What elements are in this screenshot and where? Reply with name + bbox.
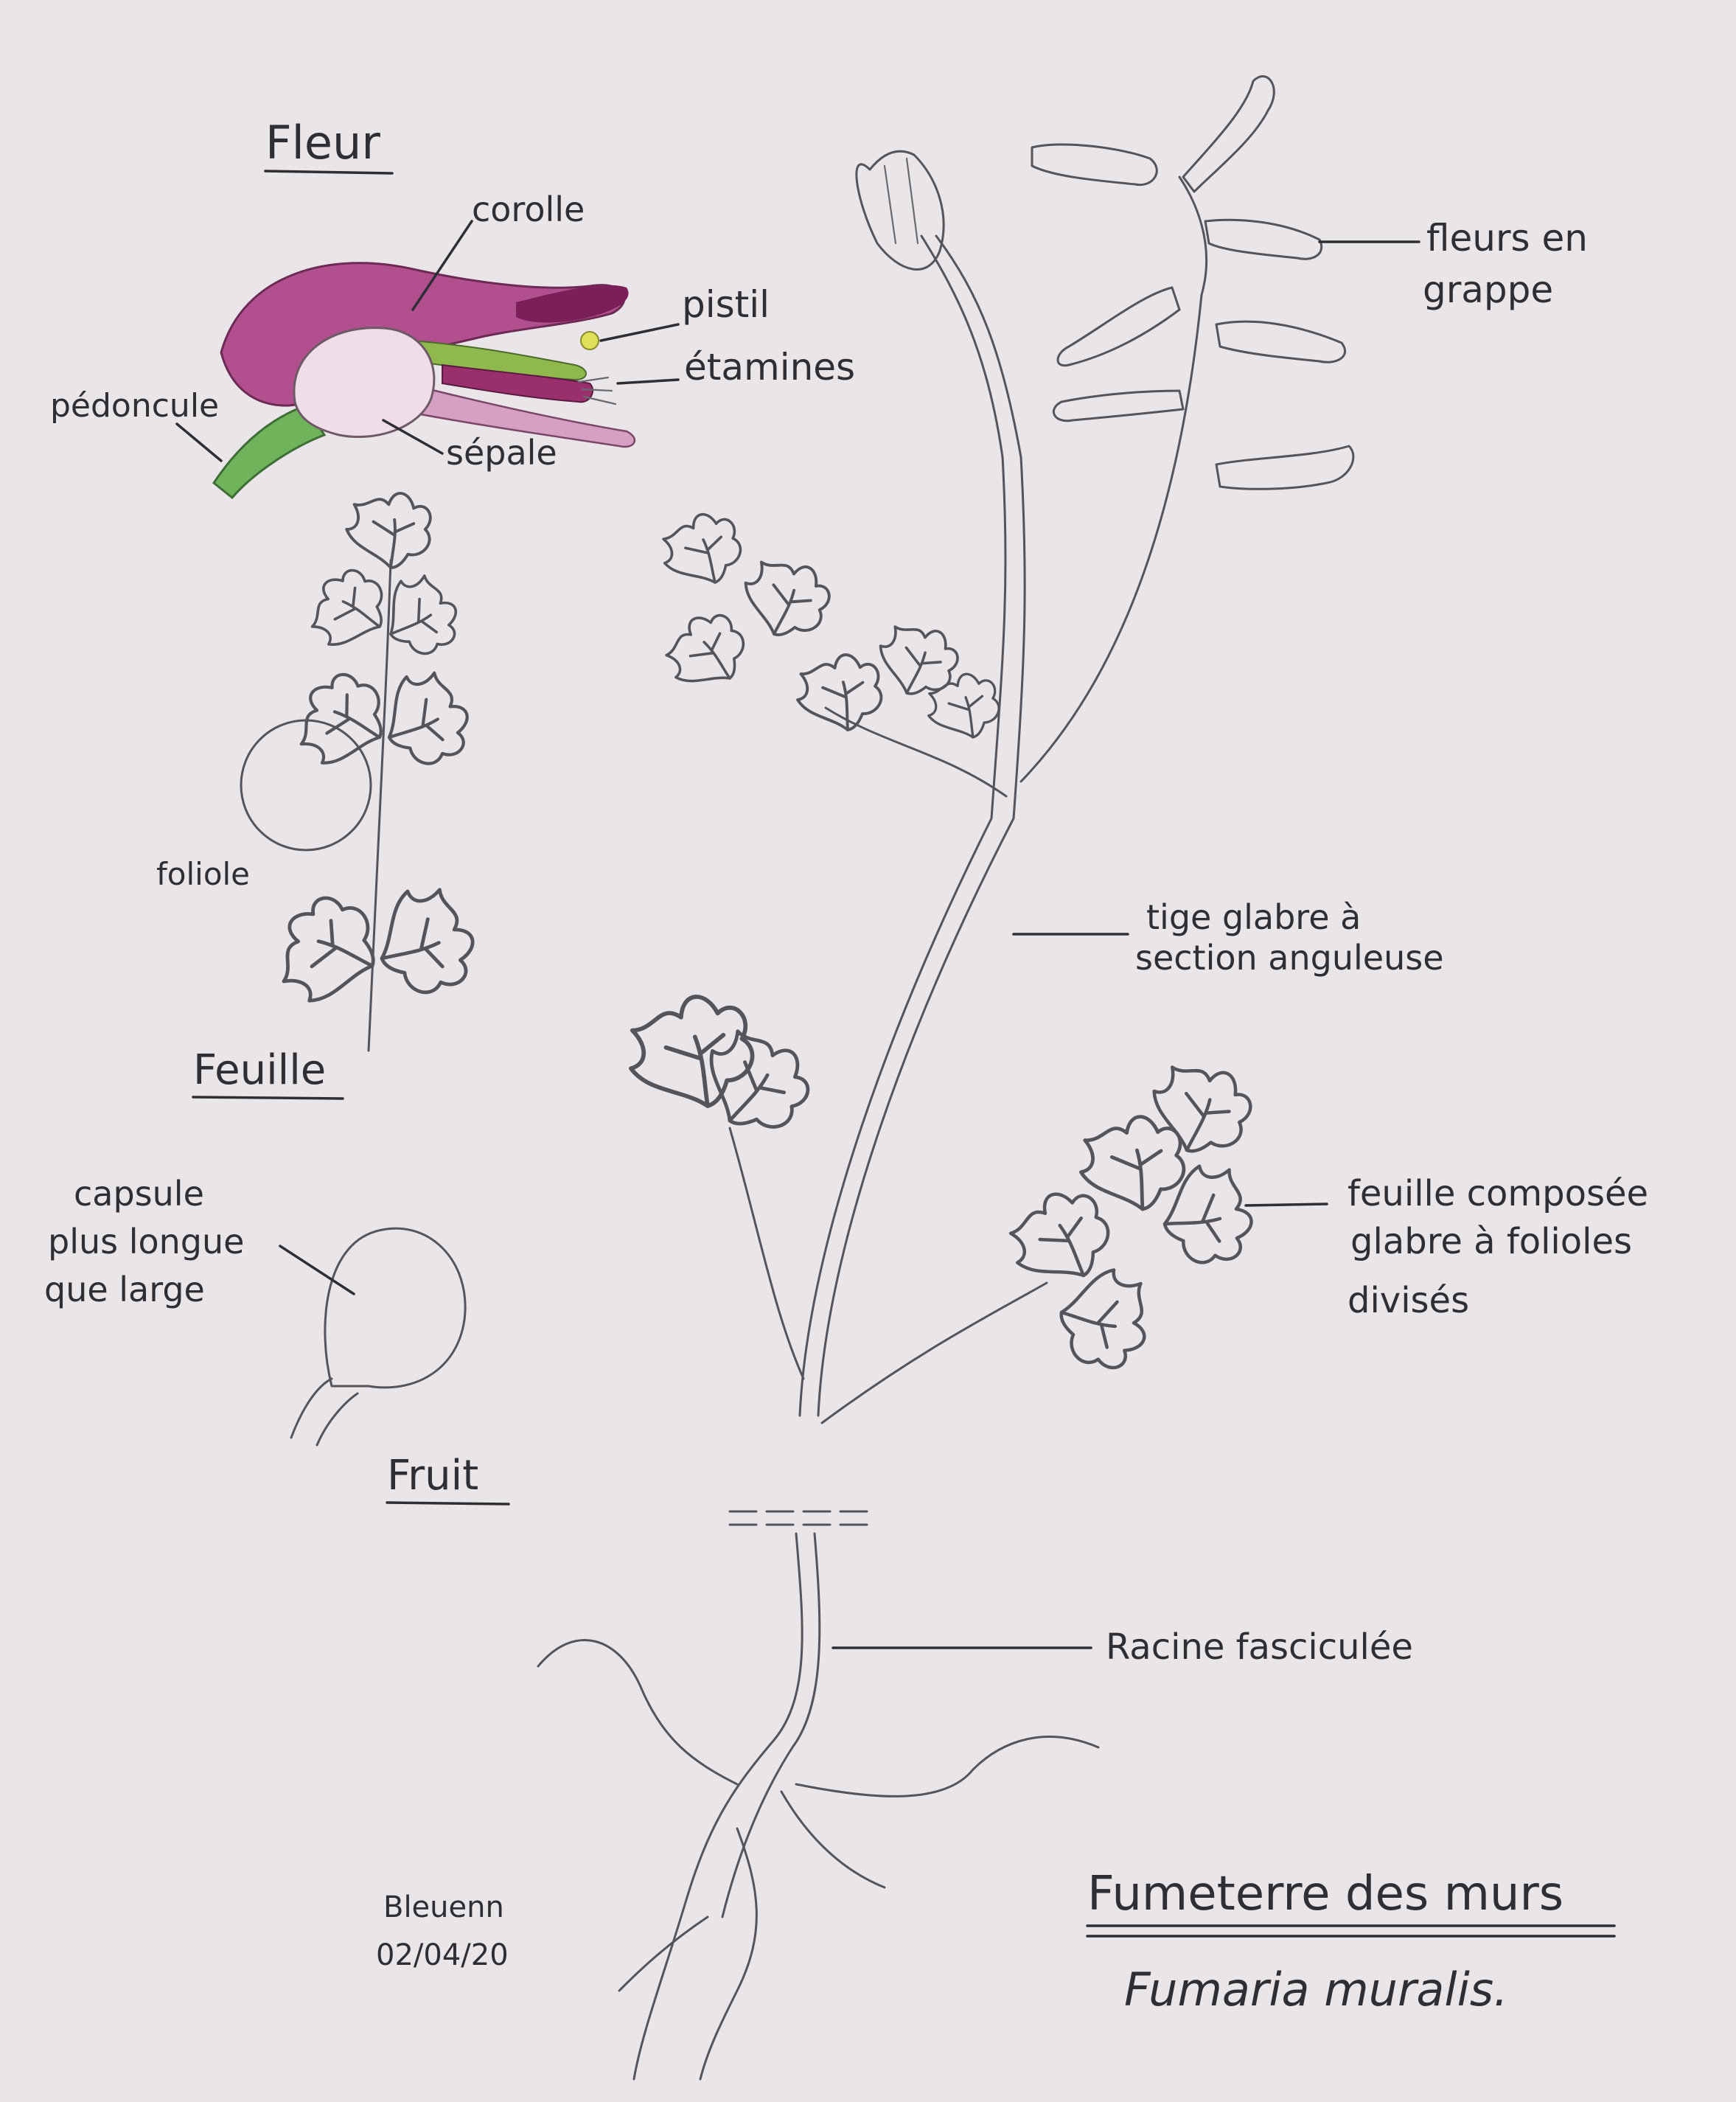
flower-illustration bbox=[212, 262, 636, 500]
stem-label-line2: section anguleuse bbox=[1135, 938, 1444, 978]
signature-date: 02/04/20 bbox=[376, 1938, 509, 1972]
pistil-leader-line bbox=[599, 323, 680, 342]
root-branch bbox=[618, 1915, 709, 1992]
root-branch bbox=[795, 1736, 1100, 1798]
stem-leaf-segment bbox=[652, 504, 751, 598]
stem-leaf-segment bbox=[731, 547, 839, 650]
compound-leaf-segment bbox=[1156, 1159, 1257, 1269]
root-main-left bbox=[632, 1532, 803, 2081]
stem-leaf-segment bbox=[919, 667, 1007, 748]
root-main-right bbox=[721, 1532, 821, 1918]
pistil-stigma bbox=[580, 331, 599, 350]
bud-details bbox=[883, 157, 919, 245]
leaflet-highlight-circle bbox=[240, 719, 372, 852]
corolla-tip bbox=[516, 285, 629, 323]
root-branch bbox=[699, 1827, 758, 2081]
leaf-title-underline bbox=[192, 1096, 344, 1100]
compound-leaf-label-line1: feuille composée bbox=[1348, 1173, 1648, 1214]
leaf-section-title: Feuille bbox=[193, 1046, 326, 1094]
fruit-title-underline bbox=[386, 1501, 510, 1506]
flower-section-title: Fleur bbox=[265, 116, 380, 170]
raceme-flower bbox=[1031, 143, 1158, 187]
root-branch bbox=[537, 1638, 739, 1786]
raceme-flower bbox=[1215, 445, 1355, 490]
peduncle-leader-line bbox=[175, 422, 223, 462]
root-label: Racine fasciculée bbox=[1106, 1626, 1413, 1668]
stamens-label: étamines bbox=[684, 346, 855, 389]
lower-petal bbox=[442, 363, 593, 403]
raceme-flower bbox=[1204, 218, 1323, 260]
flower-title-underline bbox=[264, 170, 394, 175]
leaf-segment bbox=[298, 559, 400, 664]
stem-leaf-segment bbox=[653, 600, 759, 706]
fruit-illustration bbox=[290, 1227, 467, 1447]
bud-cluster bbox=[855, 150, 945, 271]
signature-author: Bleuenn bbox=[383, 1890, 504, 1924]
raceme-flowers bbox=[1031, 75, 1355, 490]
flowering-stem bbox=[1019, 175, 1208, 783]
leaflet-label: foliole bbox=[156, 856, 250, 892]
compound-leaf-segment bbox=[1053, 1262, 1154, 1372]
raceme-flower bbox=[1052, 389, 1185, 422]
corolla-leader-line bbox=[411, 220, 473, 311]
sepal-shape bbox=[293, 327, 436, 439]
stamen-filaments bbox=[577, 376, 617, 406]
raceme-flower bbox=[1056, 286, 1181, 367]
corolla-label: corolle bbox=[472, 189, 585, 229]
stem-label-line1: tige glabre à bbox=[1146, 897, 1361, 937]
compound-leaf-segment bbox=[997, 1178, 1123, 1301]
main-stem-right-edge bbox=[817, 234, 1026, 1417]
stem-leaf-segment bbox=[789, 648, 888, 739]
fruit-label-line3: que large bbox=[44, 1270, 205, 1309]
fruit-section-title: Fruit bbox=[387, 1452, 478, 1500]
compound-leaf-segment bbox=[1139, 1052, 1259, 1166]
stem-leaf-segment bbox=[867, 613, 966, 707]
fruit-stalk bbox=[290, 1377, 359, 1447]
plant-illustration bbox=[537, 75, 1355, 2081]
stem-cut-marks bbox=[728, 1510, 871, 1526]
raceme-label-line2: grappe bbox=[1423, 268, 1553, 311]
stamens-leader-line bbox=[616, 378, 680, 385]
fruit-leader-line bbox=[279, 1245, 355, 1295]
compound-leaf-leader-line bbox=[1244, 1203, 1328, 1207]
sepal-leader-line bbox=[382, 419, 444, 455]
raceme-flower bbox=[1215, 320, 1347, 363]
compound-leaf-label-line3: divisés bbox=[1348, 1280, 1469, 1321]
fruit-label-line1: capsule bbox=[74, 1174, 204, 1214]
main-stem-left-edge bbox=[798, 234, 1007, 1417]
fruit-capsule bbox=[324, 1227, 467, 1389]
compound-leaf-label-line2: glabre à folioles bbox=[1350, 1221, 1632, 1262]
lower-lip bbox=[404, 382, 636, 448]
leaf-terminal-segment bbox=[345, 492, 432, 569]
leaf-illustration bbox=[240, 492, 485, 1052]
fruit-label-line2: plus longue bbox=[48, 1222, 244, 1261]
leaf-segment bbox=[369, 563, 470, 667]
basal-leaf-segment bbox=[617, 986, 764, 1122]
root-branch bbox=[780, 1790, 886, 1889]
raceme-label-line1: fleurs en bbox=[1426, 217, 1588, 260]
leaf-rachis bbox=[367, 559, 392, 1052]
basal-leaf-petiole bbox=[728, 1127, 805, 1380]
pistil-label: pistil bbox=[682, 283, 770, 326]
upper-leaf-branch bbox=[824, 706, 1008, 798]
lower-leaf-branch bbox=[820, 1281, 1048, 1424]
sepal-label: sépale bbox=[446, 433, 557, 473]
plant-latin-name: Fumaria muralis. bbox=[1124, 1963, 1508, 2016]
leaf-segment bbox=[363, 876, 485, 1004]
raceme-flower bbox=[1182, 75, 1275, 193]
plant-common-name: Fumeterre des murs bbox=[1087, 1867, 1564, 1921]
peduncle-label: pédoncule bbox=[50, 387, 219, 425]
